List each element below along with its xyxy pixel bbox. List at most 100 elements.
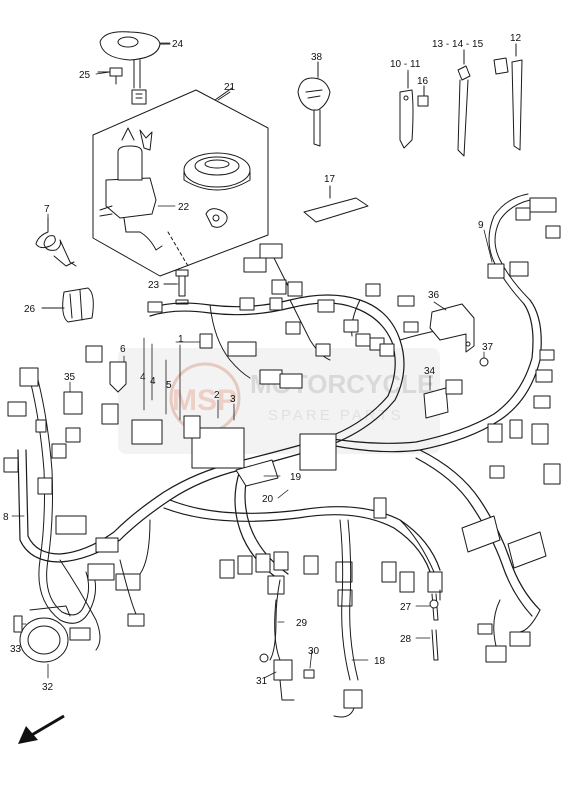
callout-9: 9 [478, 220, 484, 231]
callout-5: 5 [166, 380, 172, 391]
connector [69, 627, 91, 641]
callout-26: 26 [24, 304, 36, 315]
callout-8: 8 [3, 512, 9, 523]
connector [199, 333, 213, 349]
connector [343, 689, 363, 709]
part-seat-lock [205, 208, 228, 228]
callout-28: 28 [400, 634, 412, 645]
callout-35: 35 [64, 372, 76, 383]
part-fuel-cap [183, 152, 251, 191]
connector [55, 515, 87, 535]
connector [533, 395, 551, 409]
connector [485, 645, 507, 663]
connector [509, 419, 523, 439]
connector [399, 571, 415, 593]
connector [355, 333, 371, 347]
connector [65, 427, 81, 443]
callout-3: 3 [230, 394, 236, 405]
connector [545, 225, 561, 239]
connector [255, 553, 271, 573]
callout-37: 37 [482, 342, 494, 353]
connector [509, 261, 529, 277]
connector [531, 423, 549, 445]
connector [489, 465, 505, 479]
connector-large [461, 515, 501, 553]
connector [343, 319, 359, 333]
callout-13-14-15: 13 - 14 - 15 [432, 39, 484, 50]
callout-22: 22 [178, 202, 190, 213]
connector [515, 207, 531, 221]
connector [509, 631, 531, 647]
part-key-38 [297, 61, 331, 147]
connector [279, 373, 303, 389]
connector [239, 297, 255, 311]
part-pad-17 [303, 185, 369, 223]
connector [95, 537, 119, 553]
connector [85, 345, 103, 363]
part-bracket-36 [429, 303, 475, 353]
connector [487, 263, 505, 279]
connector [315, 343, 331, 357]
connector [259, 369, 283, 385]
connector [335, 561, 353, 583]
callout-25: 25 [79, 70, 91, 81]
part-sensor-31 [259, 599, 295, 701]
connector [303, 555, 319, 575]
connector [219, 559, 235, 579]
relay-6 [109, 361, 127, 393]
connector [183, 415, 201, 439]
fuse-box [131, 419, 163, 445]
callout-36: 36 [428, 290, 440, 301]
callout-17: 17 [324, 174, 336, 185]
watermark-line2: SPARE PARTS [268, 407, 404, 424]
connector [373, 497, 387, 519]
part-28 [431, 629, 439, 661]
watermark-logo-text: MSP [172, 384, 237, 417]
connector [269, 297, 283, 311]
part-ignition-cover [99, 31, 171, 105]
part-bolt-33 [13, 615, 23, 633]
connector [543, 463, 561, 485]
connector [365, 283, 381, 297]
callout-32: 32 [42, 682, 54, 693]
connector [101, 403, 119, 425]
connector-block [299, 433, 337, 471]
callout-33: 33 [10, 644, 22, 655]
callout-27: 27 [400, 602, 412, 613]
junction-box [191, 427, 245, 469]
callout-34: 34 [424, 366, 436, 377]
connector [397, 295, 415, 307]
callout-31: 31 [256, 676, 268, 687]
callout-23: 23 [148, 280, 160, 291]
connector [147, 301, 163, 313]
part-clamp-10-11 [399, 71, 414, 149]
part-ignition-switch [99, 127, 163, 251]
callout-7: 7 [44, 204, 50, 215]
part-35 [63, 391, 83, 415]
part-spring-7 [35, 217, 77, 267]
harness-left-loop [29, 379, 101, 651]
connector [271, 279, 287, 295]
callout-18: 18 [374, 656, 386, 667]
part-27 [429, 593, 439, 621]
callout-2: 2 [214, 390, 220, 401]
connector [529, 197, 557, 213]
part-bolt-25 [97, 67, 123, 85]
connector [35, 419, 47, 433]
part-ignition-set-box [92, 87, 269, 277]
connector [539, 349, 555, 361]
callout-1: 1 [178, 334, 184, 345]
connector [3, 457, 19, 473]
connector [51, 443, 67, 459]
connector [381, 561, 397, 583]
callout-29: 29 [296, 618, 308, 629]
connector [273, 551, 289, 571]
connector [7, 401, 27, 417]
connector [285, 321, 301, 335]
harness-branch-9 [488, 193, 531, 305]
callouts: 24 25 21 22 23 26 7 38 10 - 11 16 13 - 1… [3, 33, 522, 693]
connector [535, 369, 553, 383]
part-bolt-30 [303, 669, 315, 679]
connector [445, 379, 463, 395]
connector-large [507, 531, 547, 569]
